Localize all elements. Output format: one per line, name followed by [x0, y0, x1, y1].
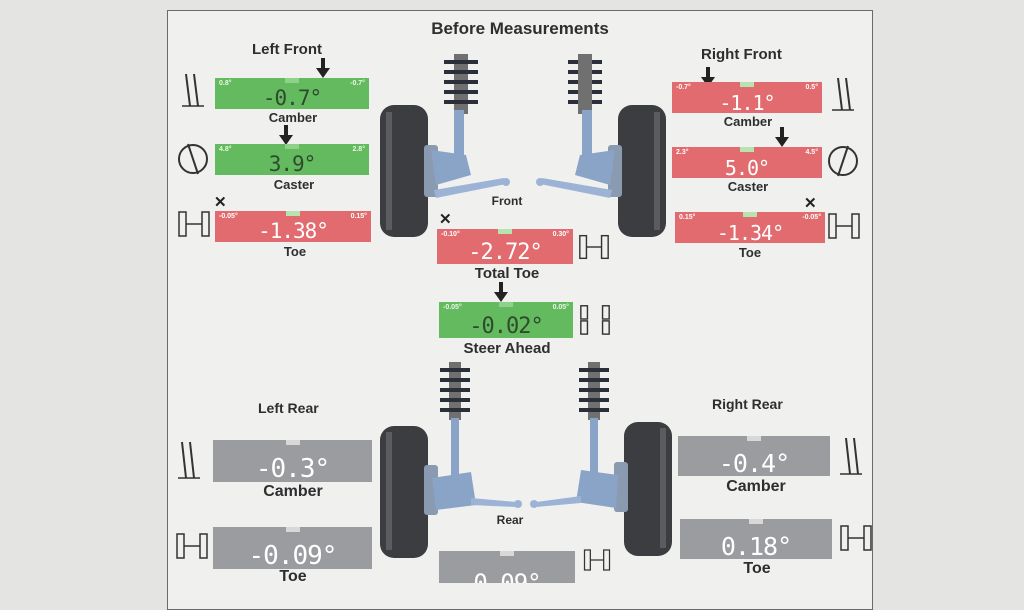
steer-ahead-value: -0.02°	[469, 314, 543, 338]
toe-wheel-icon	[178, 211, 210, 237]
right-rear-toe-meter: 0.18°	[680, 519, 832, 559]
left-front-caster-min: 4.8°	[219, 146, 232, 153]
left-front-caster-indicator-arrow	[279, 125, 293, 145]
camber-wheel-icon	[832, 77, 854, 111]
left-front-camber-label: Camber	[268, 110, 318, 125]
rear-toe-wheel-icon	[840, 525, 872, 551]
right-front-camber-label: Camber	[723, 114, 773, 129]
steer-ahead-max: 0.05°	[552, 304, 569, 311]
left-front-camber-indicator-arrow	[316, 58, 330, 78]
left-front-camber-meter: 0.8° -0.7° -0.7°	[215, 78, 369, 109]
steer-ahead-wheel-icon	[580, 305, 610, 335]
right-front-toe-max: -0.05°	[802, 214, 821, 221]
left-front-toe-max: 0.15°	[350, 213, 367, 220]
right-front-toe-out-of-range-mark: ✕	[804, 195, 817, 212]
left-rear-camber-meter: -0.3°	[213, 440, 372, 482]
left-rear-camber-value: -0.3°	[255, 454, 330, 482]
right-front-caster-value: 5.0°	[724, 156, 770, 178]
right-front-heading: Right Front	[701, 46, 782, 63]
left-rear-heading: Left Rear	[258, 400, 319, 416]
left-front-toe-value: -1.38°	[258, 219, 329, 242]
caster-wheel-icon	[178, 143, 208, 175]
total-toe-max: 0.30°	[552, 231, 569, 238]
left-front-camber-min: 0.8°	[219, 80, 232, 87]
report-title: Before Measurements	[431, 19, 609, 38]
total-toe-label: Total Toe	[474, 265, 540, 282]
camber-wheel-icon	[182, 73, 204, 107]
total-toe-meter: -0.10° 0.30° -2.72°	[437, 229, 573, 264]
front-axle-label: Front	[491, 194, 523, 208]
right-rear-camber-value: -0.4°	[718, 449, 790, 476]
right-front-toe-meter: 0.15° -0.05° -1.34°	[675, 212, 825, 243]
rear-total-toe-value: 0.09°	[473, 569, 541, 583]
left-front-caster-label: Caster	[273, 177, 315, 192]
right-front-camber-meter: -0.7° 0.5° -1.1°	[672, 82, 822, 113]
rear-camber-wheel-icon	[840, 437, 862, 475]
right-front-camber-min: -0.7°	[676, 84, 691, 91]
right-front-camber-max: 0.5°	[805, 84, 818, 91]
rear-camber-wheel-icon	[178, 441, 200, 479]
right-front-toe-value: -1.34°	[716, 221, 784, 243]
left-front-camber-value: -0.7°	[262, 86, 322, 109]
steer-ahead-min: -0.05°	[443, 304, 462, 311]
left-front-toe-meter: -0.05° 0.15° -1.38°	[215, 211, 371, 242]
right-front-caster-indicator-arrow	[775, 127, 789, 147]
left-front-toe-label: Toe	[283, 244, 307, 259]
left-front-toe-out-of-range-mark: ✕	[214, 194, 227, 211]
toe-wheel-icon	[828, 213, 860, 239]
front-suspension-diagram	[380, 54, 666, 237]
left-front-caster-value: 3.9°	[268, 152, 317, 175]
right-front-toe-label: Toe	[738, 245, 762, 260]
right-rear-camber-label: Camber	[726, 478, 786, 495]
right-rear-heading: Right Rear	[712, 396, 783, 412]
left-rear-toe-value: -0.09°	[248, 541, 338, 569]
total-toe-wheel-icon	[579, 234, 609, 260]
left-front-camber-max: -0.7°	[350, 80, 365, 87]
left-front-toe-min: -0.05°	[219, 213, 238, 220]
right-rear-toe-label: Toe	[743, 560, 771, 577]
rear-suspension-diagram	[380, 362, 672, 558]
right-front-caster-max: 4.5°	[805, 149, 818, 156]
rear-total-toe-wheel-icon	[583, 549, 611, 571]
right-front-caster-label: Caster	[727, 179, 769, 194]
right-front-caster-min: 2.3°	[676, 149, 689, 156]
total-toe-min: -0.10°	[441, 231, 460, 238]
steer-ahead-meter: -0.05° 0.05° -0.02°	[439, 302, 573, 338]
right-front-caster-meter: 2.3° 4.5° 5.0°	[672, 147, 822, 178]
left-rear-toe-label: Toe	[279, 568, 307, 585]
caster-wheel-icon	[828, 145, 858, 177]
left-rear-toe-meter: -0.09°	[213, 527, 372, 569]
total-toe-out-of-range-mark: ✕	[439, 211, 452, 228]
rear-axle-label: Rear	[496, 513, 524, 527]
right-rear-camber-meter: -0.4°	[678, 436, 830, 476]
steer-ahead-label: Steer Ahead	[463, 340, 551, 357]
left-rear-camber-label: Camber	[263, 483, 323, 500]
right-front-camber-value: -1.1°	[719, 91, 775, 113]
right-front-toe-min: 0.15°	[679, 214, 696, 221]
steer-ahead-indicator-arrow	[494, 282, 508, 302]
total-toe-value: -2.72°	[468, 240, 542, 264]
rear-toe-wheel-icon	[176, 533, 208, 559]
left-front-heading: Left Front	[252, 41, 322, 58]
left-front-caster-meter: 4.8° 2.8° 3.9°	[215, 144, 369, 175]
right-rear-toe-value: 0.18°	[720, 532, 792, 559]
left-front-caster-max: 2.8°	[352, 146, 365, 153]
